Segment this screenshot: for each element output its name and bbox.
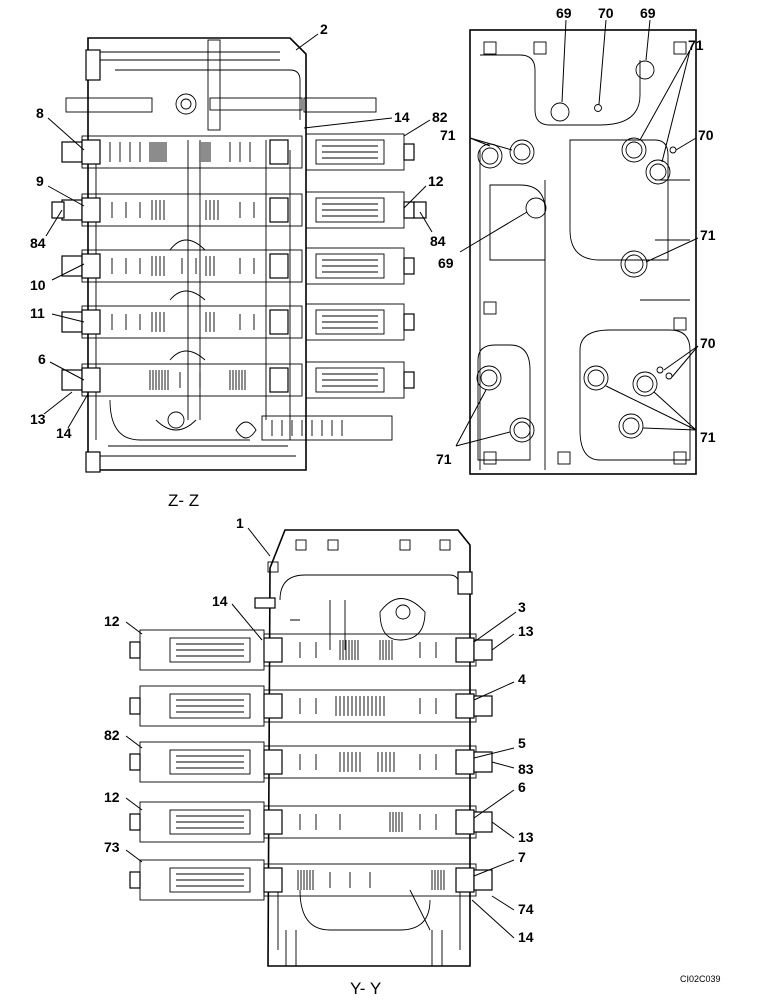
callout-yy-14-bottom: 14 [518,929,534,945]
callout-yy-13-a: 13 [518,623,534,639]
drawing-reference: CI02C039 [680,974,721,984]
callout-yy-82: 82 [104,727,120,743]
callout-yy-12-b: 12 [104,789,120,805]
view-caption-y-y: Y- Y [350,979,381,998]
section-view-y-y [129,529,493,967]
callout-xx-71-a: 71 [688,37,704,53]
callout-yy-1: 1 [236,515,244,531]
callout-zz-14-top: 14 [394,109,410,125]
callout-labels: 2 14 82 8 9 12 84 84 10 11 6 13 14 69 70… [30,5,716,945]
callout-yy-4: 4 [518,671,526,687]
callout-xx-71-c: 71 [700,227,716,243]
callout-xx-70-c: 70 [700,335,716,351]
callout-xx-69-b: 69 [640,5,656,21]
callout-yy-74: 74 [518,901,534,917]
callout-xx-69-a: 69 [556,5,572,21]
plate-view [469,29,697,475]
callout-zz-13: 13 [30,411,46,427]
callout-zz-9: 9 [36,173,44,189]
callout-zz-10: 10 [30,277,46,293]
callout-yy-6: 6 [518,779,526,795]
callout-xx-71-b: 71 [440,127,456,143]
callout-zz-6: 6 [38,351,46,367]
callout-xx-71-d: 71 [436,451,452,467]
section-view-z-z [51,37,427,473]
callout-xx-69-c: 69 [438,255,454,271]
callout-yy-73: 73 [104,839,120,855]
callout-xx-70-b: 70 [698,127,714,143]
callout-yy-13-b: 13 [518,829,534,845]
callout-zz-84-right: 84 [430,233,446,249]
callout-zz-84-left: 84 [30,235,46,251]
callout-xx-70-a: 70 [598,5,614,21]
callout-yy-14-top: 14 [212,593,228,609]
callout-yy-83: 83 [518,761,534,777]
callout-zz-11: 11 [30,305,45,321]
callout-zz-12: 12 [428,173,444,189]
callout-yy-3: 3 [518,599,526,615]
callout-xx-71-e: 71 [700,429,716,445]
callout-yy-7: 7 [518,849,526,865]
callout-yy-12-a: 12 [104,613,120,629]
callout-leader-lines [43,19,699,939]
callout-zz-2: 2 [320,21,328,37]
callout-zz-8: 8 [36,105,44,121]
callout-yy-5: 5 [518,735,526,751]
callout-zz-14-bottom: 14 [56,425,72,441]
view-caption-z-z: Z- Z [168,491,199,510]
callout-zz-82: 82 [432,109,448,125]
